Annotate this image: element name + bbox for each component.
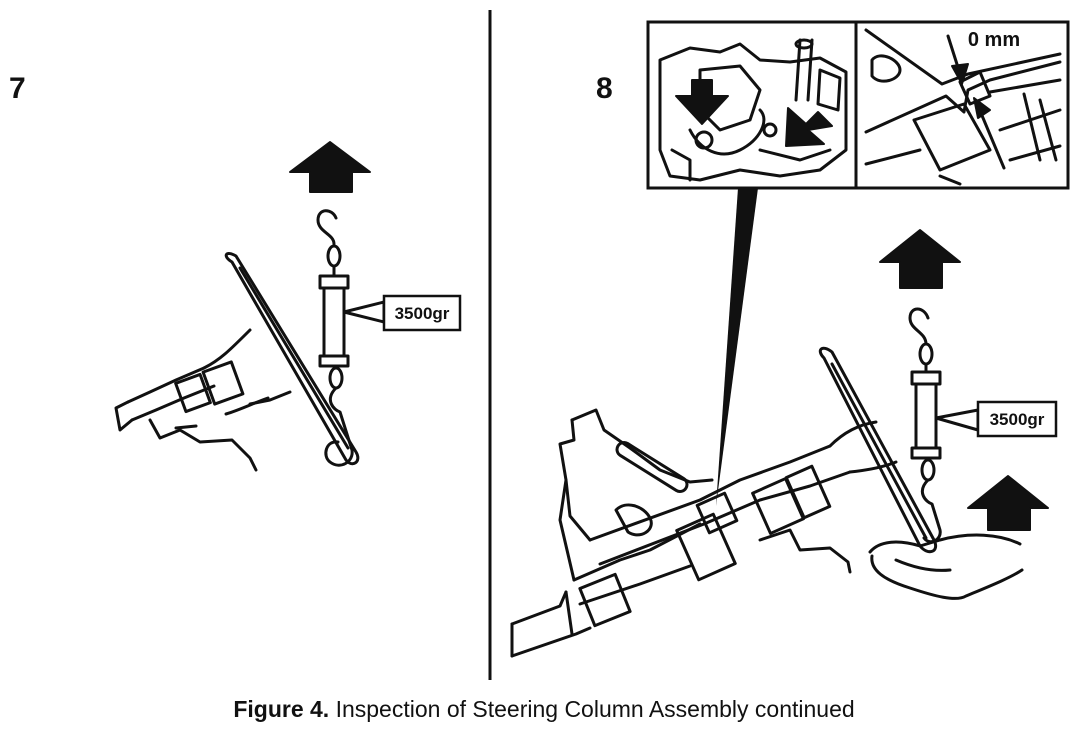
gauge-callout-pointer-8 <box>934 408 980 432</box>
hand-icon <box>868 533 1024 600</box>
gauge-reading-box-8 <box>976 400 1058 438</box>
pull-up-arrow-icon-8 <box>879 229 961 289</box>
step-number-8: 8 <box>596 72 613 105</box>
inset-leader-pointer <box>716 188 758 506</box>
pull-up-arrow-icon <box>289 141 371 193</box>
push-up-arrow-icon <box>967 475 1049 531</box>
figure-caption-text: Inspection of Steering Column Assembly c… <box>335 696 855 722</box>
figure-label: Figure 4. <box>233 696 330 722</box>
gap-dimension-label: 0 mm <box>968 29 1020 51</box>
gauge-reading-label-8: 3500gr <box>990 410 1045 429</box>
inset-mechanism-detail <box>658 38 848 182</box>
panel-8: 0 mm <box>510 20 1070 658</box>
steering-wheel-rim <box>224 252 360 466</box>
gauge-reading-box <box>382 294 462 332</box>
spring-scale-gauge-8 <box>908 307 942 544</box>
gauge-callout-pointer <box>342 300 386 324</box>
spring-scale-gauge <box>316 209 354 467</box>
gauge-reading-label: 3500gr <box>395 304 450 323</box>
step-number-7: 7 <box>9 72 26 105</box>
inset-diagonal-arrow-icon <box>785 107 833 147</box>
steering-column-assembly <box>510 408 898 658</box>
panel-7: 3500gr <box>114 141 462 472</box>
figure-caption: Figure 4. Inspection of Steering Column … <box>0 696 1088 723</box>
inset-gap-detail <box>864 28 1062 186</box>
steering-column <box>114 328 292 472</box>
inset-down-arrow-icon <box>675 79 729 125</box>
